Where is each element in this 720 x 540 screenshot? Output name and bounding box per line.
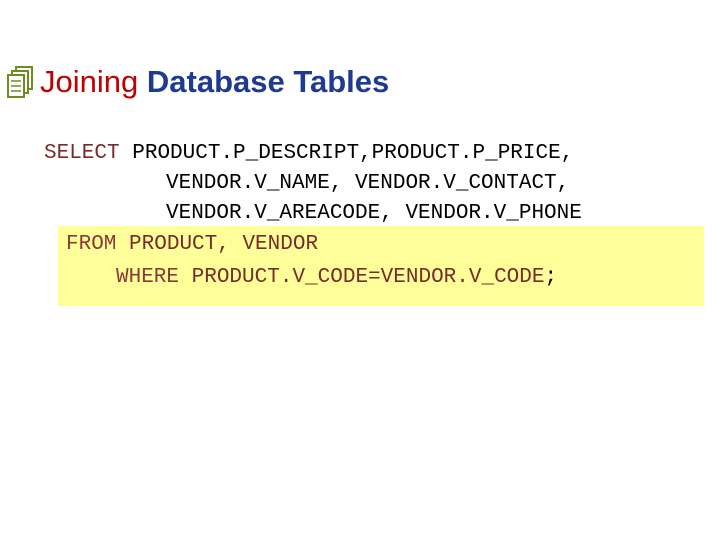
highlighted-clause-box [58, 226, 704, 306]
sql-line-from: FROM PRODUCT, VENDOR [66, 231, 318, 259]
sql-columns-3: VENDOR.V_AREACODE, VENDOR.V_PHONE [166, 202, 582, 225]
sql-keyword-select: SELECT [44, 142, 120, 165]
stacked-pages-icon [7, 66, 33, 98]
sql-line-columns-3: VENDOR.V_AREACODE, VENDOR.V_PHONE [166, 200, 582, 228]
sql-where-condition: PRODUCT.V_CODE=VENDOR.V_CODE [191, 266, 545, 289]
slide-title: Joining Database Tables [6, 62, 389, 102]
sql-terminator: ; [544, 266, 558, 289]
title-main-words: Database Tables [146, 64, 390, 99]
sql-select-columns: PRODUCT.P_DESCRIPT,PRODUCT.P_PRICE, [132, 142, 574, 165]
sql-columns-2: VENDOR.V_NAME, VENDOR.V_CONTACT, [166, 172, 570, 195]
sql-keyword-from: FROM [66, 233, 117, 256]
sql-keyword-where: WHERE [116, 266, 180, 289]
sql-line-where: WHERE PRODUCT.V_CODE=VENDOR.V_CODE; [116, 264, 557, 292]
sql-from-tables: PRODUCT, VENDOR [129, 233, 319, 256]
sql-line-columns-2: VENDOR.V_NAME, VENDOR.V_CONTACT, [166, 170, 569, 198]
sql-line-select: SELECT PRODUCT.P_DESCRIPT,PRODUCT.P_PRIC… [44, 140, 573, 168]
title-space [138, 62, 147, 102]
title-accent-word: Joining [40, 64, 139, 99]
